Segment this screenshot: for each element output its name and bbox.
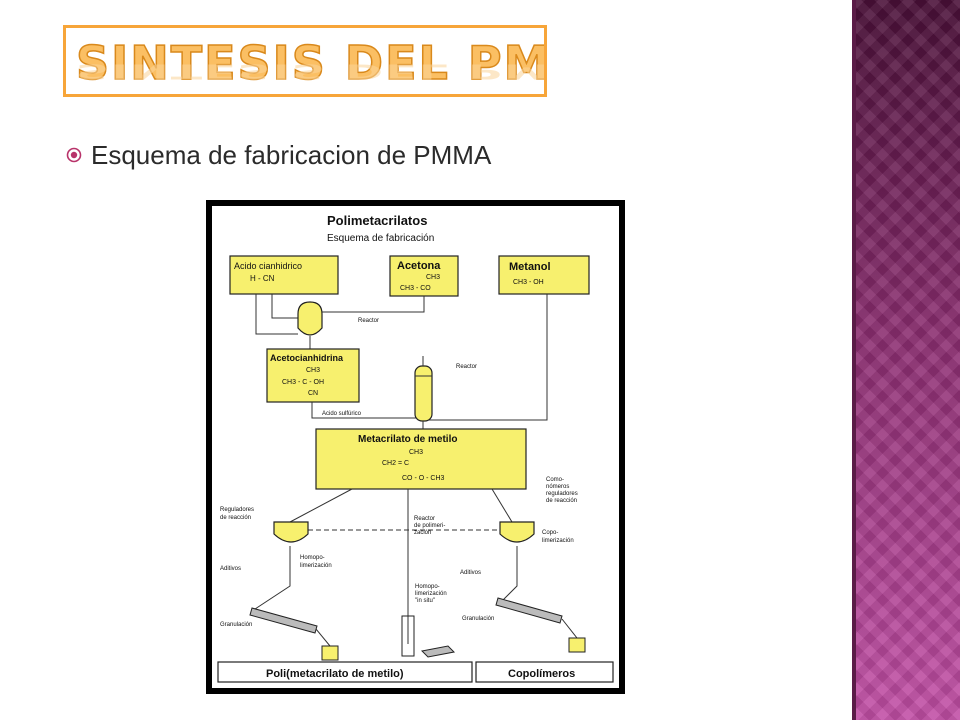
slide-title-reflection: SINTESIS DEL PMMA [76, 59, 547, 84]
input-box-acetona [389, 255, 459, 297]
monomer-name: Metacrilato de metilo [358, 434, 457, 445]
intermediate-f3: CN [308, 390, 318, 397]
line-hcn-reactor-2 [271, 294, 300, 319]
monomer-f2: CH2 = C [382, 460, 409, 467]
bullet-item: Esquema de fabricacion de PMMA [66, 140, 491, 170]
monomer-box [315, 428, 527, 490]
right-granulation: Granulación [462, 616, 494, 622]
right-copoly-2: limerización [542, 538, 574, 544]
reactor-label-1: Reactor [358, 318, 379, 324]
bullet-text: Esquema de fabricacion de PMMA [91, 139, 492, 170]
left-line-to-extruder [251, 546, 291, 612]
insitu-sheet [420, 645, 456, 658]
diagram-subheader: Esquema de fabricación [327, 233, 434, 244]
left-granule-bucket [321, 645, 339, 661]
intermediate-f1: CH3 [306, 367, 320, 374]
reactor-vessel-1 [297, 301, 323, 336]
right-line-to-extruder [501, 546, 518, 602]
decorative-side-band [856, 0, 960, 720]
monomer-f1: CH3 [409, 449, 423, 456]
left-regulators-1: Reguladores [220, 507, 254, 513]
center-reactor-1: Reactor [414, 516, 435, 522]
line-monomer-right-reactor [491, 488, 513, 523]
insitu-mold [401, 615, 415, 657]
center-insitu-1: Homopo- [415, 584, 440, 590]
left-extruder [249, 607, 318, 634]
reactor-label-2: Reactor [456, 364, 477, 370]
intermediate-name: Acetocianhidrina [270, 353, 344, 363]
left-additives: Aditivos [220, 566, 241, 572]
diagram-header: Polimetacrilatos [327, 213, 427, 228]
circled-bullet-icon [66, 147, 82, 163]
left-line-to-bucket [315, 628, 331, 647]
center-reactor-2: de polimeri- [414, 523, 445, 529]
input-name-acetona: Acetona [397, 260, 441, 272]
input-formula-acetona: CH3 - CO [400, 285, 431, 292]
column-reactor [414, 365, 433, 422]
right-additives: Aditivos [460, 570, 481, 576]
center-reactor-3: zación [414, 530, 431, 536]
input-name-hcn: Acido cianhidrico [234, 261, 302, 271]
slide-title: SINTESIS DEL PMMA [75, 35, 547, 91]
input-name-metanol: Metanol [509, 261, 551, 273]
left-homopoly-2: limerización [300, 563, 332, 569]
line-metanol-monomer [422, 294, 548, 421]
center-insitu-2: limerización [415, 591, 447, 597]
pmma-process-diagram: Polimetacrilatos Esquema de fabricación … [206, 200, 625, 694]
output-box-copolymers [475, 661, 614, 683]
line-monomer-left-reactor [289, 488, 353, 523]
monomer-f3: CO - O - CH3 [402, 475, 444, 482]
input-formula-top-acetona: CH3 [426, 274, 440, 281]
input-box-hcn [229, 255, 339, 295]
diagram-canvas: Polimetacrilatos Esquema de fabricación … [212, 206, 619, 688]
left-reactor-vessel [273, 521, 309, 543]
input-formula-hcn: H - CN [250, 274, 275, 283]
line-hcn-reactor [255, 294, 298, 335]
right-line-to-bucket [561, 618, 578, 639]
input-formula-metanol: CH3 - OH [513, 279, 544, 286]
slide-title-box: SINTESIS DEL PMMA SINTESIS DEL PMMA [63, 25, 547, 97]
intermediate-box [266, 348, 360, 403]
left-homopoly-1: Homopo- [300, 555, 325, 561]
right-como-2: nómeros [546, 484, 569, 490]
line-acetona-reactor [320, 296, 425, 313]
right-como-1: Como- [546, 477, 564, 483]
right-como-3: reguladores [546, 491, 578, 497]
right-reactor-vessel [499, 521, 535, 543]
left-regulators-2: de reacción [220, 515, 251, 521]
line-acetocian-column [311, 402, 417, 419]
right-extruder [495, 597, 563, 624]
right-granule-bucket [568, 637, 586, 653]
output-pmma: Poli(metacrilato de metilo) [266, 668, 404, 680]
right-copoly-1: Copo- [542, 530, 558, 536]
output-copolymers: Copolímeros [508, 668, 575, 680]
input-box-metanol [498, 255, 590, 295]
intermediate-f2: CH3 - C - OH [282, 379, 324, 386]
right-como-4: de reacción [546, 498, 577, 504]
left-granulation: Granulación [220, 622, 252, 628]
side-band-edge [852, 0, 856, 720]
center-insitu-3: "in situ" [415, 598, 435, 604]
output-box-pmma [217, 661, 473, 683]
acid-label: Acido sulfúrico [322, 411, 362, 417]
